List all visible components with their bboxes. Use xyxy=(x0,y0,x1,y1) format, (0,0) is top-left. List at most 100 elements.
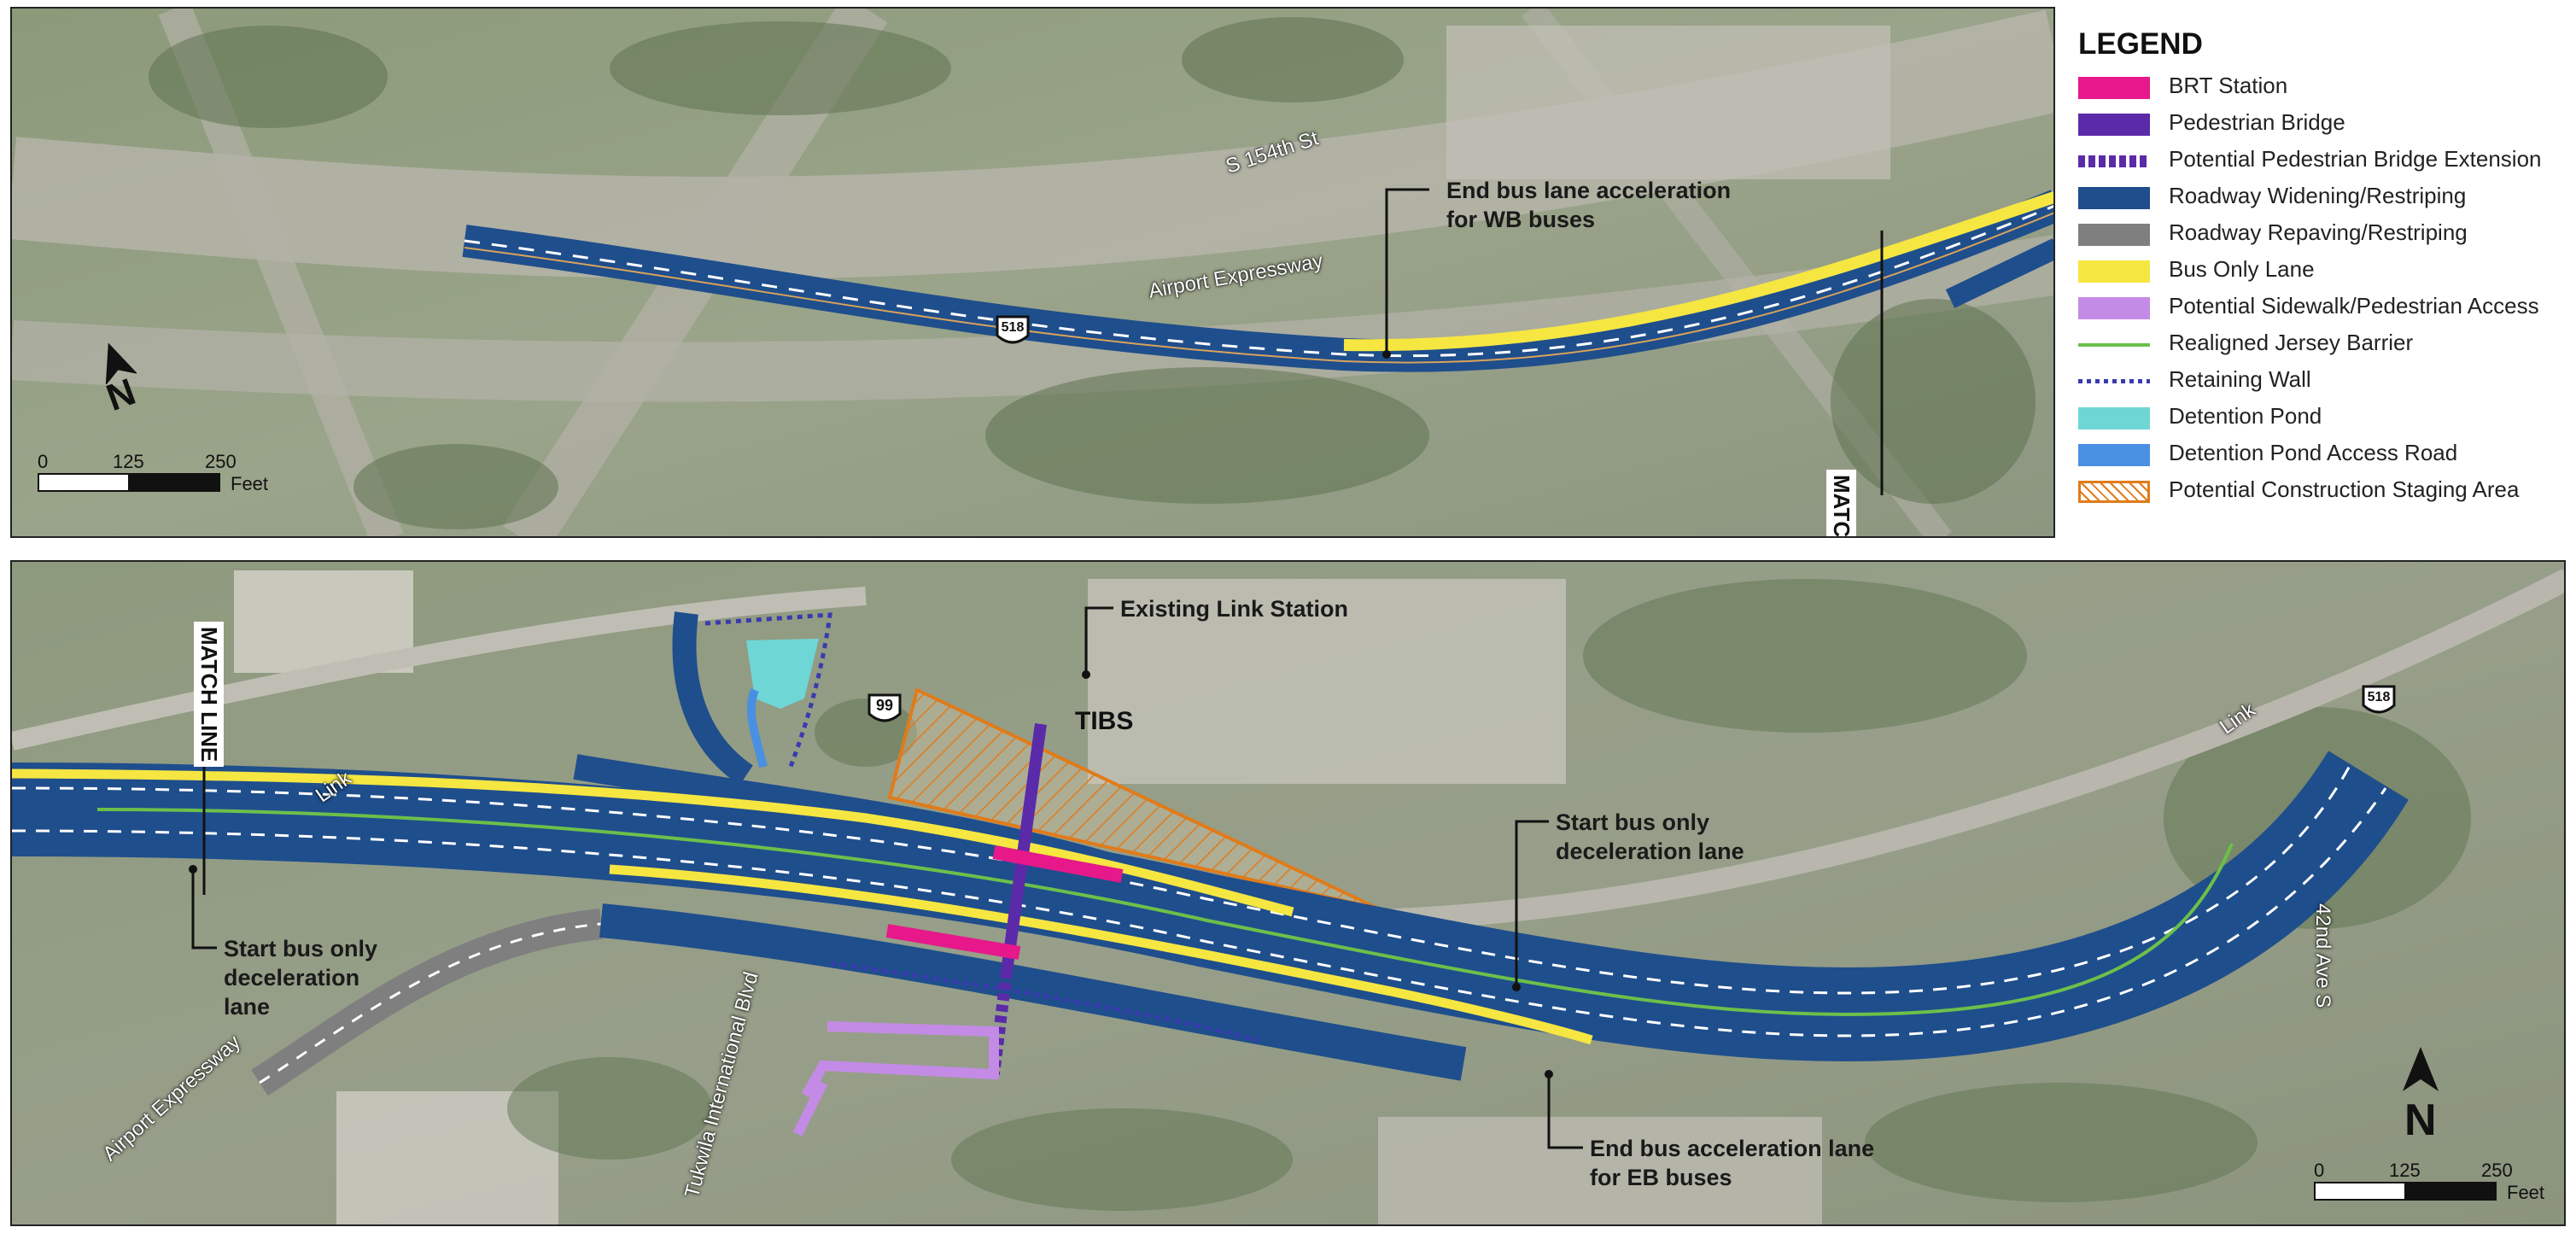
pedestrian-bridge xyxy=(1001,723,1047,973)
callout-end-eb-buses: End bus acceleration lane for EB buses xyxy=(1590,1134,1874,1192)
legend-label: Potential Pedestrian Bridge Extension xyxy=(2169,146,2542,172)
legend-label: Bus Only Lane xyxy=(2169,256,2315,282)
lane-edge xyxy=(464,212,2053,364)
sidewalk-access xyxy=(792,1080,828,1137)
legend-item-bus-only-lane: Bus Only Lane xyxy=(2078,254,2573,288)
legend-item-roadway-widening: Roadway Widening/Restriping xyxy=(2078,180,2573,214)
route-518-shield: 518 xyxy=(994,312,1031,349)
callout-line: deceleration lane xyxy=(1556,839,1744,864)
legend-label: Detention Pond Access Road xyxy=(2169,440,2458,465)
construction-staging-area xyxy=(887,687,1379,910)
bus-only-lane xyxy=(12,768,1294,917)
lane-stripes xyxy=(12,762,2353,995)
legend-label: Retaining Wall xyxy=(2169,366,2311,392)
roadway-repaving-swatch xyxy=(2078,224,2150,246)
station-label-tibs: TIBS xyxy=(1075,707,1134,735)
route-518-shield: 518 xyxy=(2360,681,2398,719)
parking-lot xyxy=(1446,26,1890,179)
scale-tick-label: 125 xyxy=(113,451,144,472)
legend-item-sidewalk: Potential Sidewalk/Pedestrian Access xyxy=(2078,290,2573,324)
scale-tick-label: 250 xyxy=(2481,1160,2513,1181)
route-518-label: 518 xyxy=(1001,320,1025,335)
legend-item-detention-pond: Detention Pond xyxy=(2078,400,2573,435)
match-line-label: MATCH LINE xyxy=(1826,470,1856,536)
callout-leader xyxy=(191,869,217,950)
legend-item-jersey-barrier: Realigned Jersey Barrier xyxy=(2078,327,2573,361)
callout-leader xyxy=(1084,606,1113,675)
legend-item-roadway-repaving: Roadway Repaving/Restriping xyxy=(2078,217,2573,251)
detention-pond-road-swatch xyxy=(2078,444,2150,466)
staging-area-swatch xyxy=(2078,481,2150,503)
callout-line: End bus lane acceleration xyxy=(1446,178,1732,203)
brt-station-swatch xyxy=(2078,77,2150,99)
sidewalk-access xyxy=(801,1021,999,1098)
north-arrow-icon xyxy=(2399,1045,2442,1099)
callout-line: Start bus only xyxy=(1556,809,1710,835)
match-line-label: MATCH LINE xyxy=(194,622,224,768)
parking-lot xyxy=(1378,1117,1822,1224)
callout-line: for EB buses xyxy=(1590,1165,1732,1190)
ped-bridge-extension-swatch xyxy=(2078,155,2150,167)
callout-line: Start bus only xyxy=(224,936,378,961)
scale-segment-black xyxy=(128,473,220,492)
detention-pond-swatch xyxy=(2078,407,2150,430)
route-99-shield: 99 xyxy=(866,690,903,728)
retaining-wall-swatch xyxy=(2078,379,2150,383)
scale-unit: Feet xyxy=(231,473,269,494)
bus-only-lane xyxy=(1343,190,2053,352)
legend-label: Roadway Widening/Restriping xyxy=(2169,183,2467,208)
legend-label: Potential Construction Staging Area xyxy=(2169,476,2520,502)
top-map-canvas xyxy=(12,9,2053,536)
jersey-barrier xyxy=(96,808,2234,1017)
callout-start-decel-east: Start bus only deceleration lane xyxy=(1556,808,1744,866)
bus-only-lane-swatch xyxy=(2078,260,2150,283)
bottom-map-panel: MATCH LINE Link Link Airport Expressway … xyxy=(10,560,2566,1226)
roadway-widening xyxy=(1945,238,2053,308)
legend-label: Detention Pond xyxy=(2169,403,2322,429)
detention-pond-access-road xyxy=(746,688,768,768)
legend-item-detention-pond-road: Detention Pond Access Road xyxy=(2078,437,2573,471)
callout-leader xyxy=(1515,820,1549,987)
top-map-panel: S 154th St Airport Expressway End bus la… xyxy=(10,7,2055,538)
brt-station-north xyxy=(992,845,1124,883)
street-label-42nd-ave-s: 42nd Ave S xyxy=(2311,903,2334,1008)
bus-only-lane xyxy=(609,864,1593,1045)
roadway-widening xyxy=(672,611,754,786)
legend-item-retaining-wall: Retaining Wall xyxy=(2078,364,2573,398)
legend-label: BRT Station xyxy=(2169,73,2288,98)
callout-leader xyxy=(1385,188,1429,354)
callout-line: Existing Link Station xyxy=(1120,596,1349,622)
brt-station-south xyxy=(885,924,1021,960)
legend-label: Pedestrian Bridge xyxy=(2169,109,2345,135)
jersey-barrier-swatch xyxy=(2078,343,2150,347)
callout-line: deceleration xyxy=(224,965,360,990)
callout-line: for WB buses xyxy=(1446,207,1596,232)
route-99-label: 99 xyxy=(875,697,894,714)
pedestrian-bridge-swatch xyxy=(2078,114,2150,136)
bottom-map-canvas xyxy=(12,562,2564,1224)
route-518-label: 518 xyxy=(2367,690,2391,704)
link-guideway xyxy=(12,587,867,751)
roadway-widening xyxy=(599,903,1467,1081)
scale-tick-label: 0 xyxy=(2314,1160,2325,1181)
legend-panel: LEGEND BRT Station Pedestrian Bridge Pot… xyxy=(2066,12,2572,543)
scale-tick-label: 0 xyxy=(38,451,49,472)
callout-leader xyxy=(1547,1074,1583,1149)
scale-segment-black xyxy=(2404,1182,2497,1201)
legend-item-ped-bridge-extension: Potential Pedestrian Bridge Extension xyxy=(2078,143,2573,178)
callout-existing-link-station: Existing Link Station xyxy=(1120,594,1348,623)
legend-title: LEGEND xyxy=(2078,27,2203,61)
sidewalk-swatch xyxy=(2078,297,2150,319)
retaining-wall xyxy=(704,612,832,772)
roadway-widening xyxy=(462,190,2053,372)
legend-label: Realigned Jersey Barrier xyxy=(2169,330,2414,355)
legend-item-staging-area: Potential Construction Staging Area xyxy=(2078,474,2573,508)
north-label: N xyxy=(2404,1096,2437,1145)
parking-lot xyxy=(1088,579,1566,784)
scale-bar: 0 125 250 Feet xyxy=(38,451,268,511)
tree-canopy xyxy=(149,17,2036,529)
roadway-widening-swatch xyxy=(2078,187,2150,209)
legend-label: Potential Sidewalk/Pedestrian Access xyxy=(2169,293,2539,318)
detention-pond xyxy=(746,639,819,709)
scale-bar: 0 125 250 Feet xyxy=(2314,1160,2561,1219)
